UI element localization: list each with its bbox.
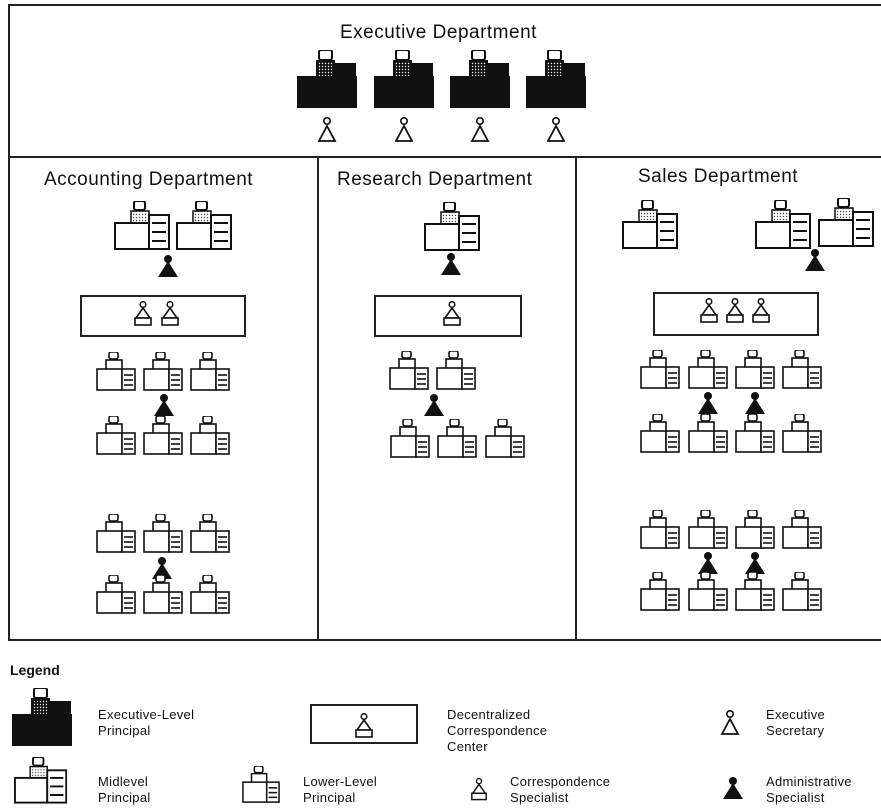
correspondence-specialist-icon: [133, 301, 153, 327]
correspondence-specialist-icon: [470, 778, 488, 801]
lower-level-principal-icon: [688, 350, 728, 390]
lower-level-principal-icon: [190, 352, 230, 392]
midlevel-principal-icon: [622, 200, 678, 250]
research-correspondence-center: [374, 295, 522, 337]
midlevel-principal-icon: [114, 201, 170, 251]
correspondence-specialist-icon: [160, 301, 180, 327]
legend-label-midlevel-principal: Midlevel Principal: [98, 774, 151, 805]
lower-level-principal-icon: [143, 514, 183, 554]
executive-secretary-icon: [470, 117, 490, 143]
lower-level-principal-icon: [143, 575, 183, 615]
lower-level-principal-icon: [688, 572, 728, 612]
legend-label-executive-principal: Executive-Level Principal: [98, 707, 195, 738]
administrative-specialist-icon: [157, 254, 179, 278]
lower-level-principal-icon: [242, 766, 280, 804]
lower-level-principal-icon: [640, 510, 680, 550]
midlevel-principal-icon: [424, 202, 480, 252]
lower-level-principal-icon: [96, 514, 136, 554]
lower-level-principal-icon: [389, 351, 429, 391]
administrative-specialist-icon: [744, 391, 766, 415]
legend-heading: Legend: [10, 662, 60, 678]
administrative-specialist-icon: [440, 252, 462, 276]
midlevel-principal-icon: [14, 757, 67, 805]
lower-level-principal-icon: [96, 352, 136, 392]
sales-department-panel: [575, 156, 881, 641]
lower-level-principal-icon: [96, 575, 136, 615]
lower-level-principal-icon: [782, 510, 822, 550]
lower-level-principal-icon: [390, 419, 430, 459]
executive-principal-icon: [374, 50, 434, 112]
lower-level-principal-icon: [436, 351, 476, 391]
legend-correspondence-center-box: [310, 704, 418, 744]
lower-level-principal-icon: [143, 352, 183, 392]
administrative-specialist-icon: [153, 393, 175, 417]
midlevel-principal-icon: [755, 200, 811, 250]
executive-secretary-icon: [394, 117, 414, 143]
lower-level-principal-icon: [190, 514, 230, 554]
lower-level-principal-icon: [640, 350, 680, 390]
correspondence-specialist-icon: [751, 298, 771, 324]
accounting-correspondence-center: [80, 295, 246, 337]
legend-label-correspondence-center: Decentralized Correspondence Center: [447, 707, 548, 754]
executive-principal-icon: [526, 50, 586, 112]
lower-level-principal-icon: [143, 416, 183, 456]
lower-level-principal-icon: [688, 414, 728, 454]
lower-level-principal-icon: [782, 572, 822, 612]
legend-label-correspondence-specialist: Correspondence Specialist: [510, 774, 611, 805]
executive-principal-icon: [450, 50, 510, 112]
sales-correspondence-center: [653, 292, 819, 336]
lower-level-principal-icon: [640, 572, 680, 612]
executive-secretary-icon: [546, 117, 566, 143]
correspondence-specialist-icon: [699, 298, 719, 324]
legend-label-administrative-specialist: Administrative Specialist: [766, 774, 852, 805]
legend-label-lower-level-principal: Lower-Level Principal: [303, 774, 378, 805]
research-department-title: Research Department: [337, 169, 533, 190]
legend-label-executive-secretary: Executive Secretary: [766, 707, 826, 738]
lower-level-principal-icon: [190, 575, 230, 615]
lower-level-principal-icon: [688, 510, 728, 550]
administrative-specialist-icon: [804, 248, 826, 272]
accounting-department-title: Accounting Department: [44, 169, 254, 190]
lower-level-principal-icon: [190, 416, 230, 456]
sales-department-title: Sales Department: [638, 166, 799, 187]
executive-department-title: Executive Department: [340, 22, 537, 43]
lower-level-principal-icon: [735, 510, 775, 550]
lower-level-principal-icon: [735, 414, 775, 454]
lower-level-principal-icon: [782, 350, 822, 390]
administrative-specialist-icon: [722, 776, 744, 800]
administrative-specialist-icon: [423, 393, 445, 417]
lower-level-principal-icon: [735, 350, 775, 390]
executive-secretary-icon: [317, 117, 337, 143]
lower-level-principal-icon: [437, 419, 477, 459]
lower-level-principal-icon: [485, 419, 525, 459]
administrative-specialist-icon: [697, 391, 719, 415]
correspondence-specialist-icon: [725, 298, 745, 324]
executive-principal-icon: [12, 688, 72, 750]
lower-level-principal-icon: [640, 414, 680, 454]
executive-secretary-icon: [720, 710, 740, 736]
midlevel-principal-icon: [818, 198, 874, 248]
lower-level-principal-icon: [782, 414, 822, 454]
lower-level-principal-icon: [96, 416, 136, 456]
midlevel-principal-icon: [176, 201, 232, 251]
executive-principal-icon: [297, 50, 357, 112]
correspondence-specialist-icon: [442, 301, 462, 327]
lower-level-principal-icon: [735, 572, 775, 612]
